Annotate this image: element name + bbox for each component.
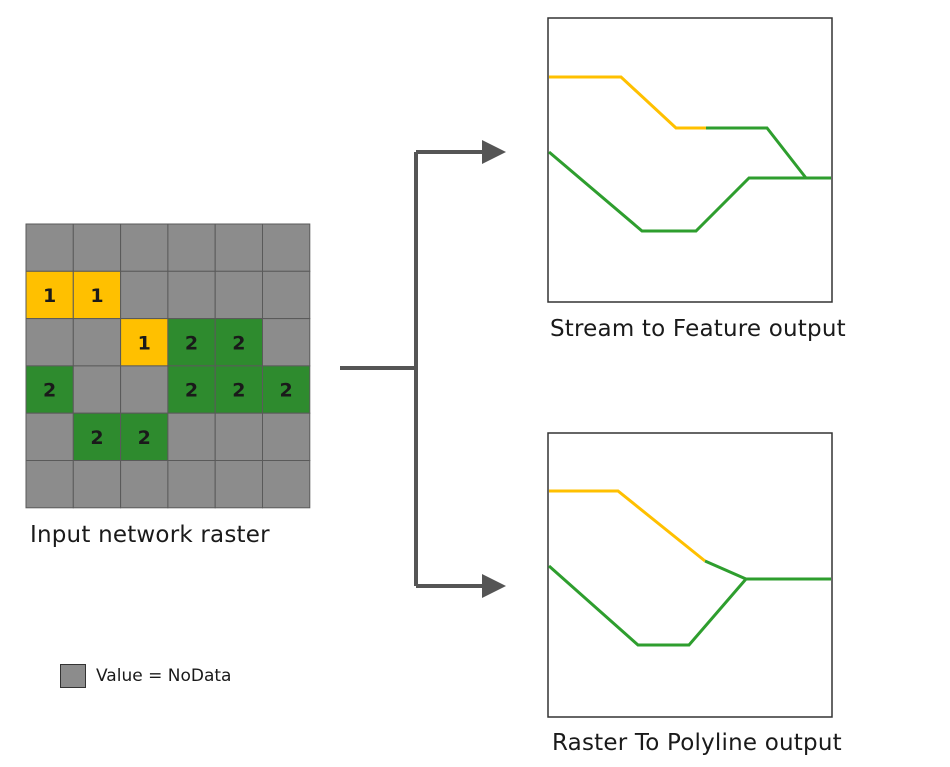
raster-cell	[214, 223, 263, 272]
raster-cell-value: 2	[185, 380, 198, 402]
raster-cell	[25, 318, 74, 367]
raster-cell-value: 1	[138, 332, 151, 354]
raster-cell	[72, 223, 122, 272]
arrowhead-bottom	[482, 574, 506, 598]
raster-cell-value: 2	[280, 380, 293, 402]
raster-cell	[72, 365, 122, 414]
raster-cell-value: 2	[232, 380, 245, 402]
stream-to-feature-panel	[547, 17, 833, 303]
raster-cell	[262, 223, 311, 272]
stream-to-feature-caption: Stream to Feature output	[550, 316, 846, 342]
raster-cell	[120, 365, 169, 414]
raster-cell	[214, 365, 263, 414]
raster-cell	[25, 365, 74, 414]
polyline-green-lower-line	[548, 564, 831, 647]
arrowhead-top	[482, 140, 506, 164]
raster-cell	[120, 318, 169, 367]
raster-cell	[262, 412, 311, 462]
raster-cell-value: 2	[90, 427, 103, 449]
raster-to-polyline-caption: Raster To Polyline output	[552, 730, 842, 756]
raster-cell-value: 2	[43, 380, 56, 402]
raster-cell	[25, 460, 74, 509]
stream-to-feature-frame	[547, 17, 833, 303]
raster-cell-value: 1	[90, 285, 103, 307]
raster-cell	[120, 270, 169, 320]
polyline-yellow-line	[549, 489, 706, 563]
raster-cell	[120, 223, 169, 272]
raster-cell	[167, 412, 216, 462]
legend: Value = NoData	[60, 664, 231, 688]
raster-cell	[120, 460, 169, 509]
polyline-green-upper-line	[704, 559, 747, 581]
raster-cell	[214, 270, 263, 320]
raster-cell	[25, 270, 74, 320]
legend-label: Value = NoData	[96, 666, 232, 686]
raster-cell	[25, 412, 74, 462]
raster-cell	[72, 318, 122, 367]
stream-green-upper-line	[706, 126, 808, 179]
raster-cell	[72, 412, 122, 462]
nodata-swatch	[60, 664, 86, 688]
raster-cell	[72, 270, 122, 320]
flow-arrows	[340, 140, 506, 598]
raster-cell	[262, 318, 311, 367]
raster-cell	[167, 223, 216, 272]
raster-cell	[214, 460, 263, 509]
raster-cell-value: 2	[185, 332, 198, 354]
stream-yellow-line	[549, 75, 706, 130]
raster-cell-value: 1	[43, 285, 56, 307]
raster-cell	[167, 460, 216, 509]
stream-green-lower-line	[548, 150, 831, 233]
input-raster-grid: 1 1 1 2 2 2 2 2 2 2 2	[25, 223, 311, 509]
input-raster-caption: Input network raster	[30, 522, 270, 548]
raster-cell	[214, 412, 263, 462]
raster-cell-value: 2	[232, 332, 245, 354]
raster-cell-value: 2	[138, 427, 151, 449]
raster-cell	[25, 223, 74, 272]
raster-cell	[167, 270, 216, 320]
raster-to-polyline-frame	[547, 432, 833, 718]
raster-cell	[262, 270, 311, 320]
raster-cell	[262, 460, 311, 509]
raster-to-polyline-panel	[547, 432, 833, 718]
raster-cell	[72, 460, 122, 509]
